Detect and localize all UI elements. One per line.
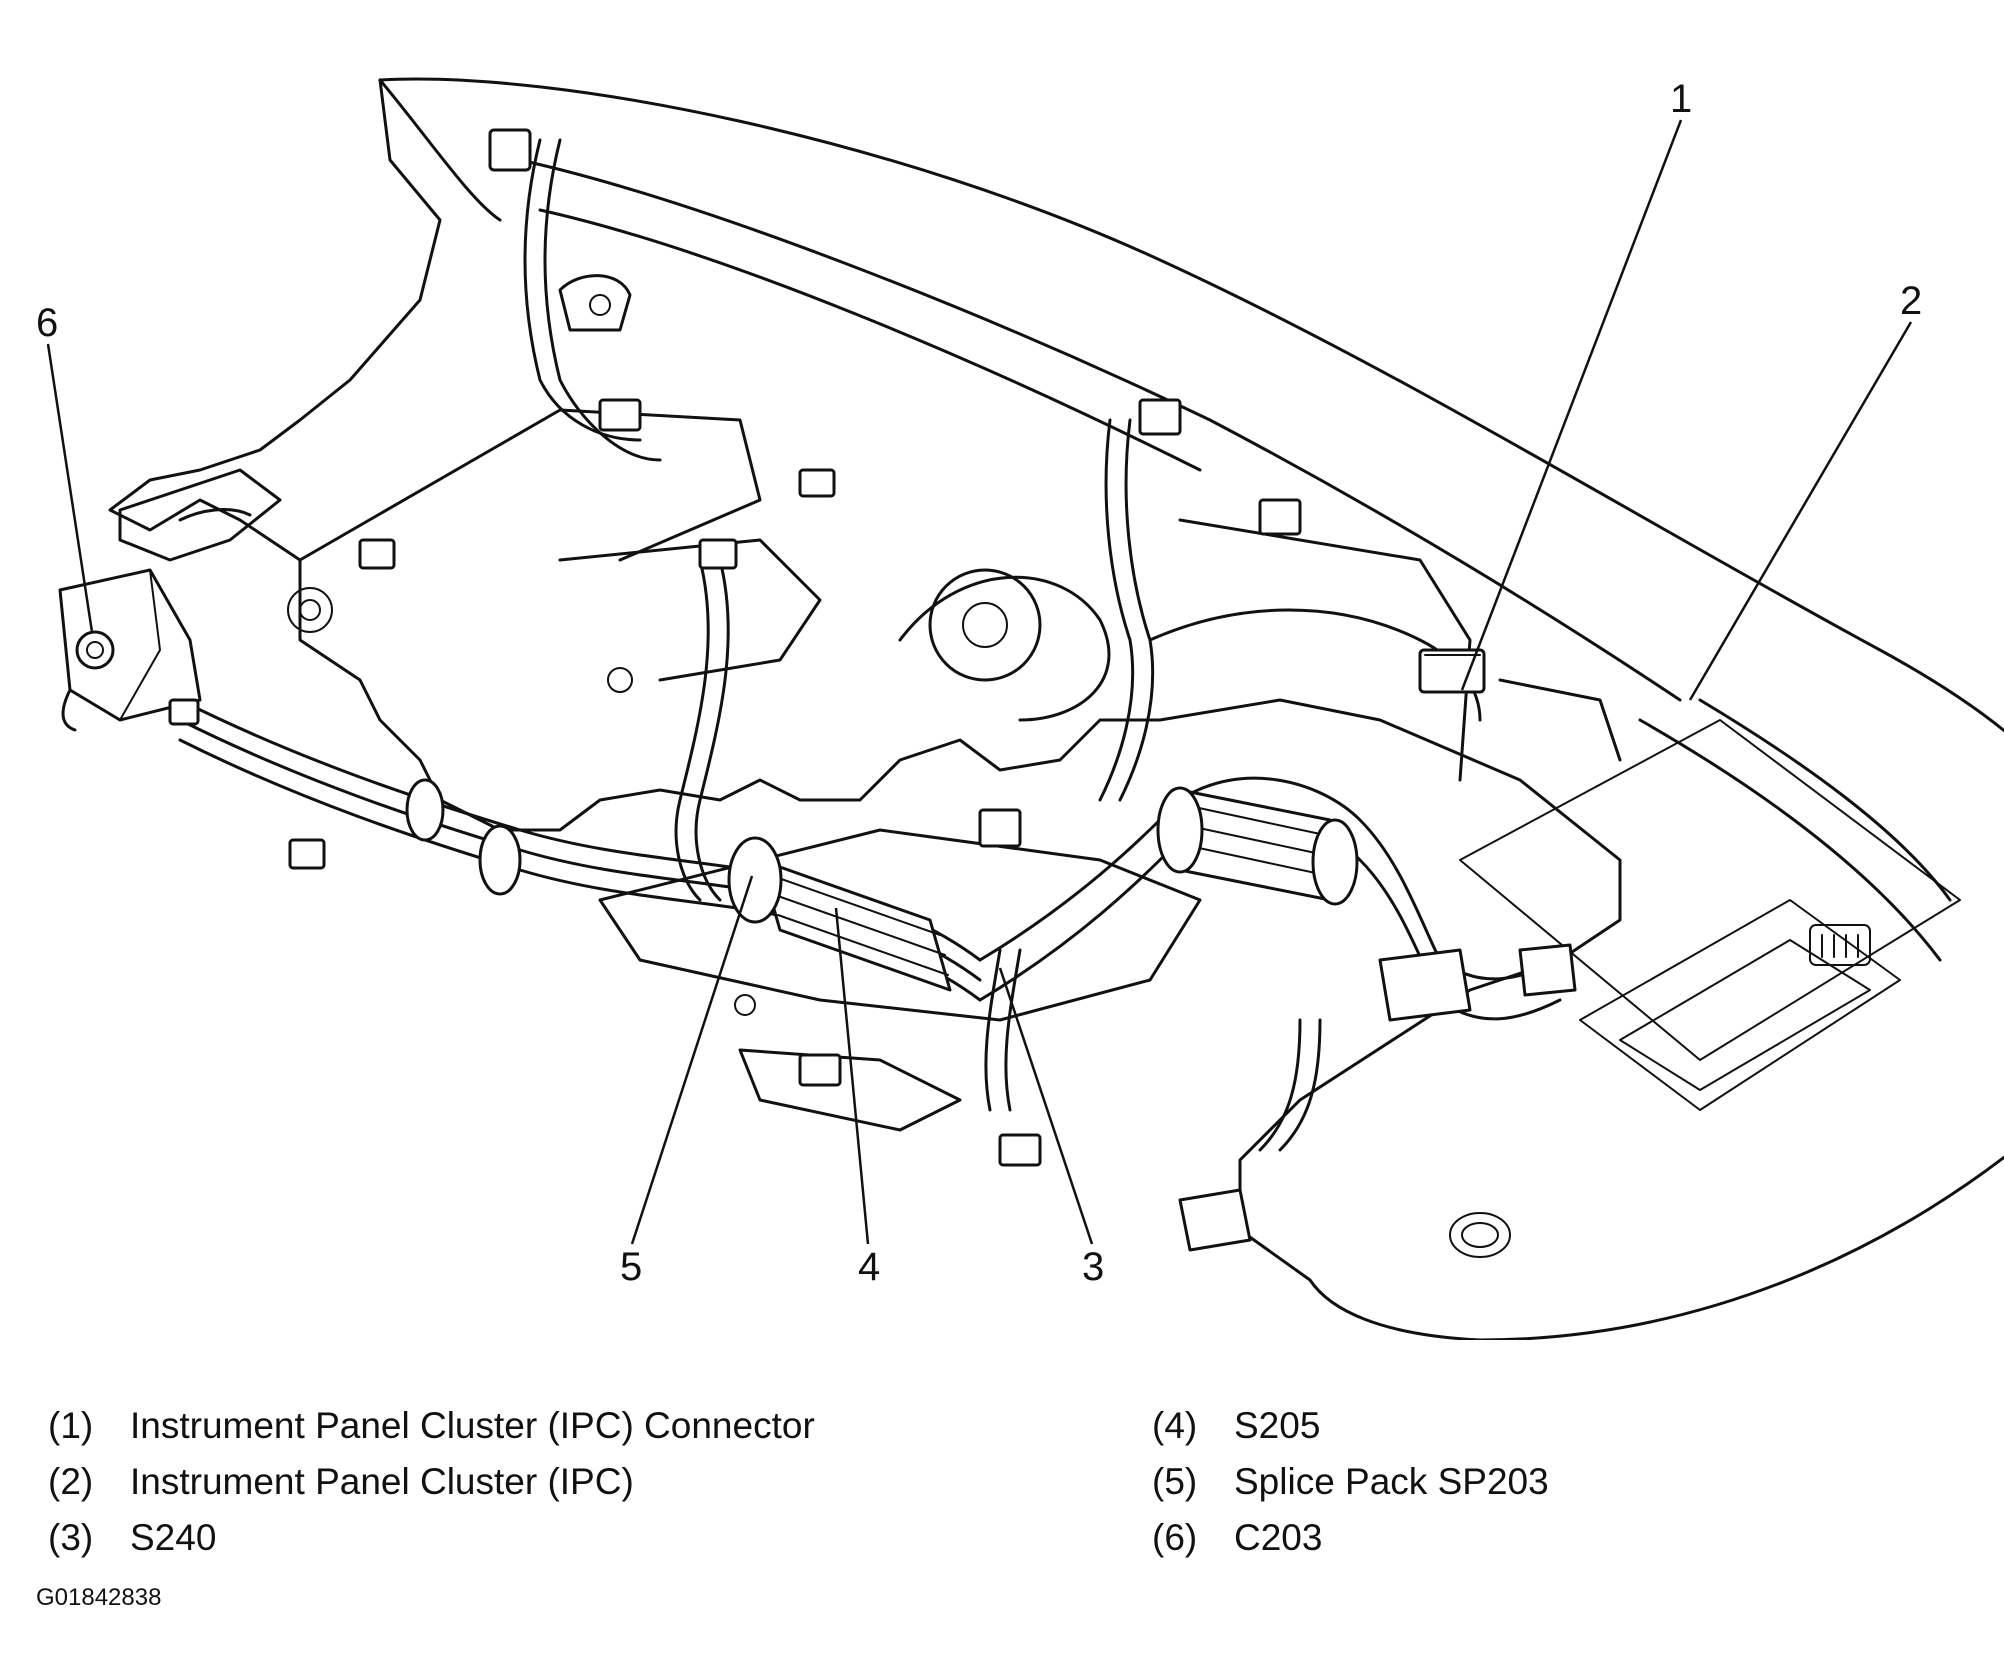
legend-item-6: (6) C203 xyxy=(1152,1510,1549,1566)
callout-2: 2 xyxy=(1688,279,1922,701)
legend-item-5-text: Splice Pack SP203 xyxy=(1234,1461,1549,1502)
lower-dash-structure xyxy=(118,408,1622,1132)
legend-item-6-number: (6) xyxy=(1152,1517,1198,1558)
legend-item-4: (4) S205 xyxy=(1152,1398,1549,1454)
legend-item-5-number: (5) xyxy=(1152,1461,1198,1502)
legend-item-6-text: C203 xyxy=(1234,1517,1323,1558)
callout-6-label: 6 xyxy=(36,301,58,345)
legend-item-3: (3) S240 xyxy=(48,1510,815,1566)
legend-item-1-number: (1) xyxy=(48,1405,94,1446)
callout-1: 1 xyxy=(1460,77,1692,691)
legend-item-2-number: (2) xyxy=(48,1461,94,1502)
callout-3: 3 xyxy=(998,967,1104,1289)
callout-3-label: 3 xyxy=(1082,1245,1104,1289)
legend-item-2-text: Instrument Panel Cluster (IPC) xyxy=(130,1461,634,1502)
legend-item-1-text: Instrument Panel Cluster (IPC) Connector xyxy=(130,1405,815,1446)
legend-item-1: (1) Instrument Panel Cluster (IPC) Conne… xyxy=(48,1398,815,1454)
legend-item-4-text: S205 xyxy=(1234,1405,1321,1446)
figure-id: G01842838 xyxy=(36,1584,162,1611)
legend-item-3-text: S240 xyxy=(130,1517,217,1558)
taped-bundles xyxy=(405,778,1577,1022)
harness-connectors xyxy=(288,128,1486,1252)
legend-item-2: (2) Instrument Panel Cluster (IPC) xyxy=(48,1454,815,1510)
callout-2-label: 2 xyxy=(1900,279,1922,323)
instrument-panel-harness-diagram: 1 2 3 4 5 6 xyxy=(36,77,2004,1340)
callout-4: 4 xyxy=(834,907,880,1289)
legend-item-5: (5) Splice Pack SP203 xyxy=(1152,1454,1549,1510)
callout-4-label: 4 xyxy=(858,1245,880,1289)
callout-5: 5 xyxy=(620,875,754,1289)
callout-5-label: 5 xyxy=(620,1245,642,1289)
dash-panel-shell xyxy=(108,77,2004,1340)
callout-6: 6 xyxy=(36,301,94,633)
legend-left-column: (1) Instrument Panel Cluster (IPC) Conne… xyxy=(48,1398,815,1566)
legend-item-4-number: (4) xyxy=(1152,1405,1198,1446)
callout-1-label: 1 xyxy=(1670,77,1692,121)
legend-item-3-number: (3) xyxy=(48,1517,94,1558)
c203-connector-block xyxy=(58,568,202,732)
legend-right-column: (4) S205 (5) Splice Pack SP203 (6) C203 xyxy=(1152,1398,1549,1566)
